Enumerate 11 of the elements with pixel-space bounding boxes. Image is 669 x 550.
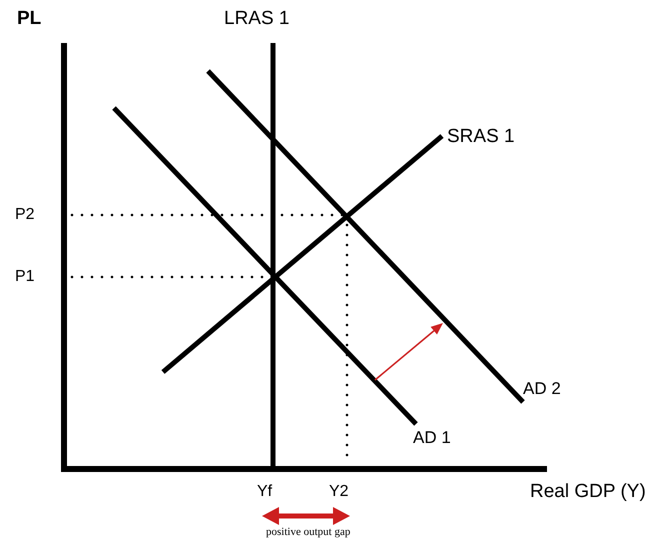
curve-label: LRAS 1 bbox=[224, 9, 290, 28]
tick-label: P2 bbox=[15, 207, 35, 223]
curve-label: SRAS 1 bbox=[447, 127, 515, 146]
axis-label: Real GDP (Y) bbox=[530, 482, 646, 501]
curve-label: AD 2 bbox=[523, 380, 561, 397]
tick-label: Yf bbox=[257, 484, 272, 500]
gap-label: positive output gap bbox=[266, 527, 350, 538]
axis-label: PL bbox=[17, 9, 42, 28]
tick-label: Y2 bbox=[329, 484, 349, 500]
curve-label: AD 1 bbox=[413, 429, 451, 446]
tick-label: P1 bbox=[15, 269, 35, 285]
